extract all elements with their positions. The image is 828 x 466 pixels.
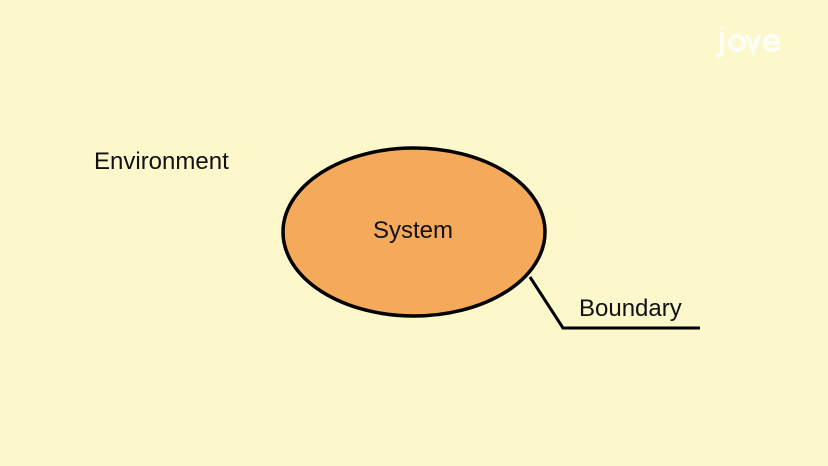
boundary-label: Boundary xyxy=(579,295,682,322)
environment-label: Environment xyxy=(94,148,229,175)
jove-logo xyxy=(715,26,788,68)
system-label: System xyxy=(373,217,454,244)
boundary-leader-line xyxy=(528,276,700,330)
system-ellipse xyxy=(281,146,547,318)
jove-logo-mark xyxy=(715,26,781,58)
